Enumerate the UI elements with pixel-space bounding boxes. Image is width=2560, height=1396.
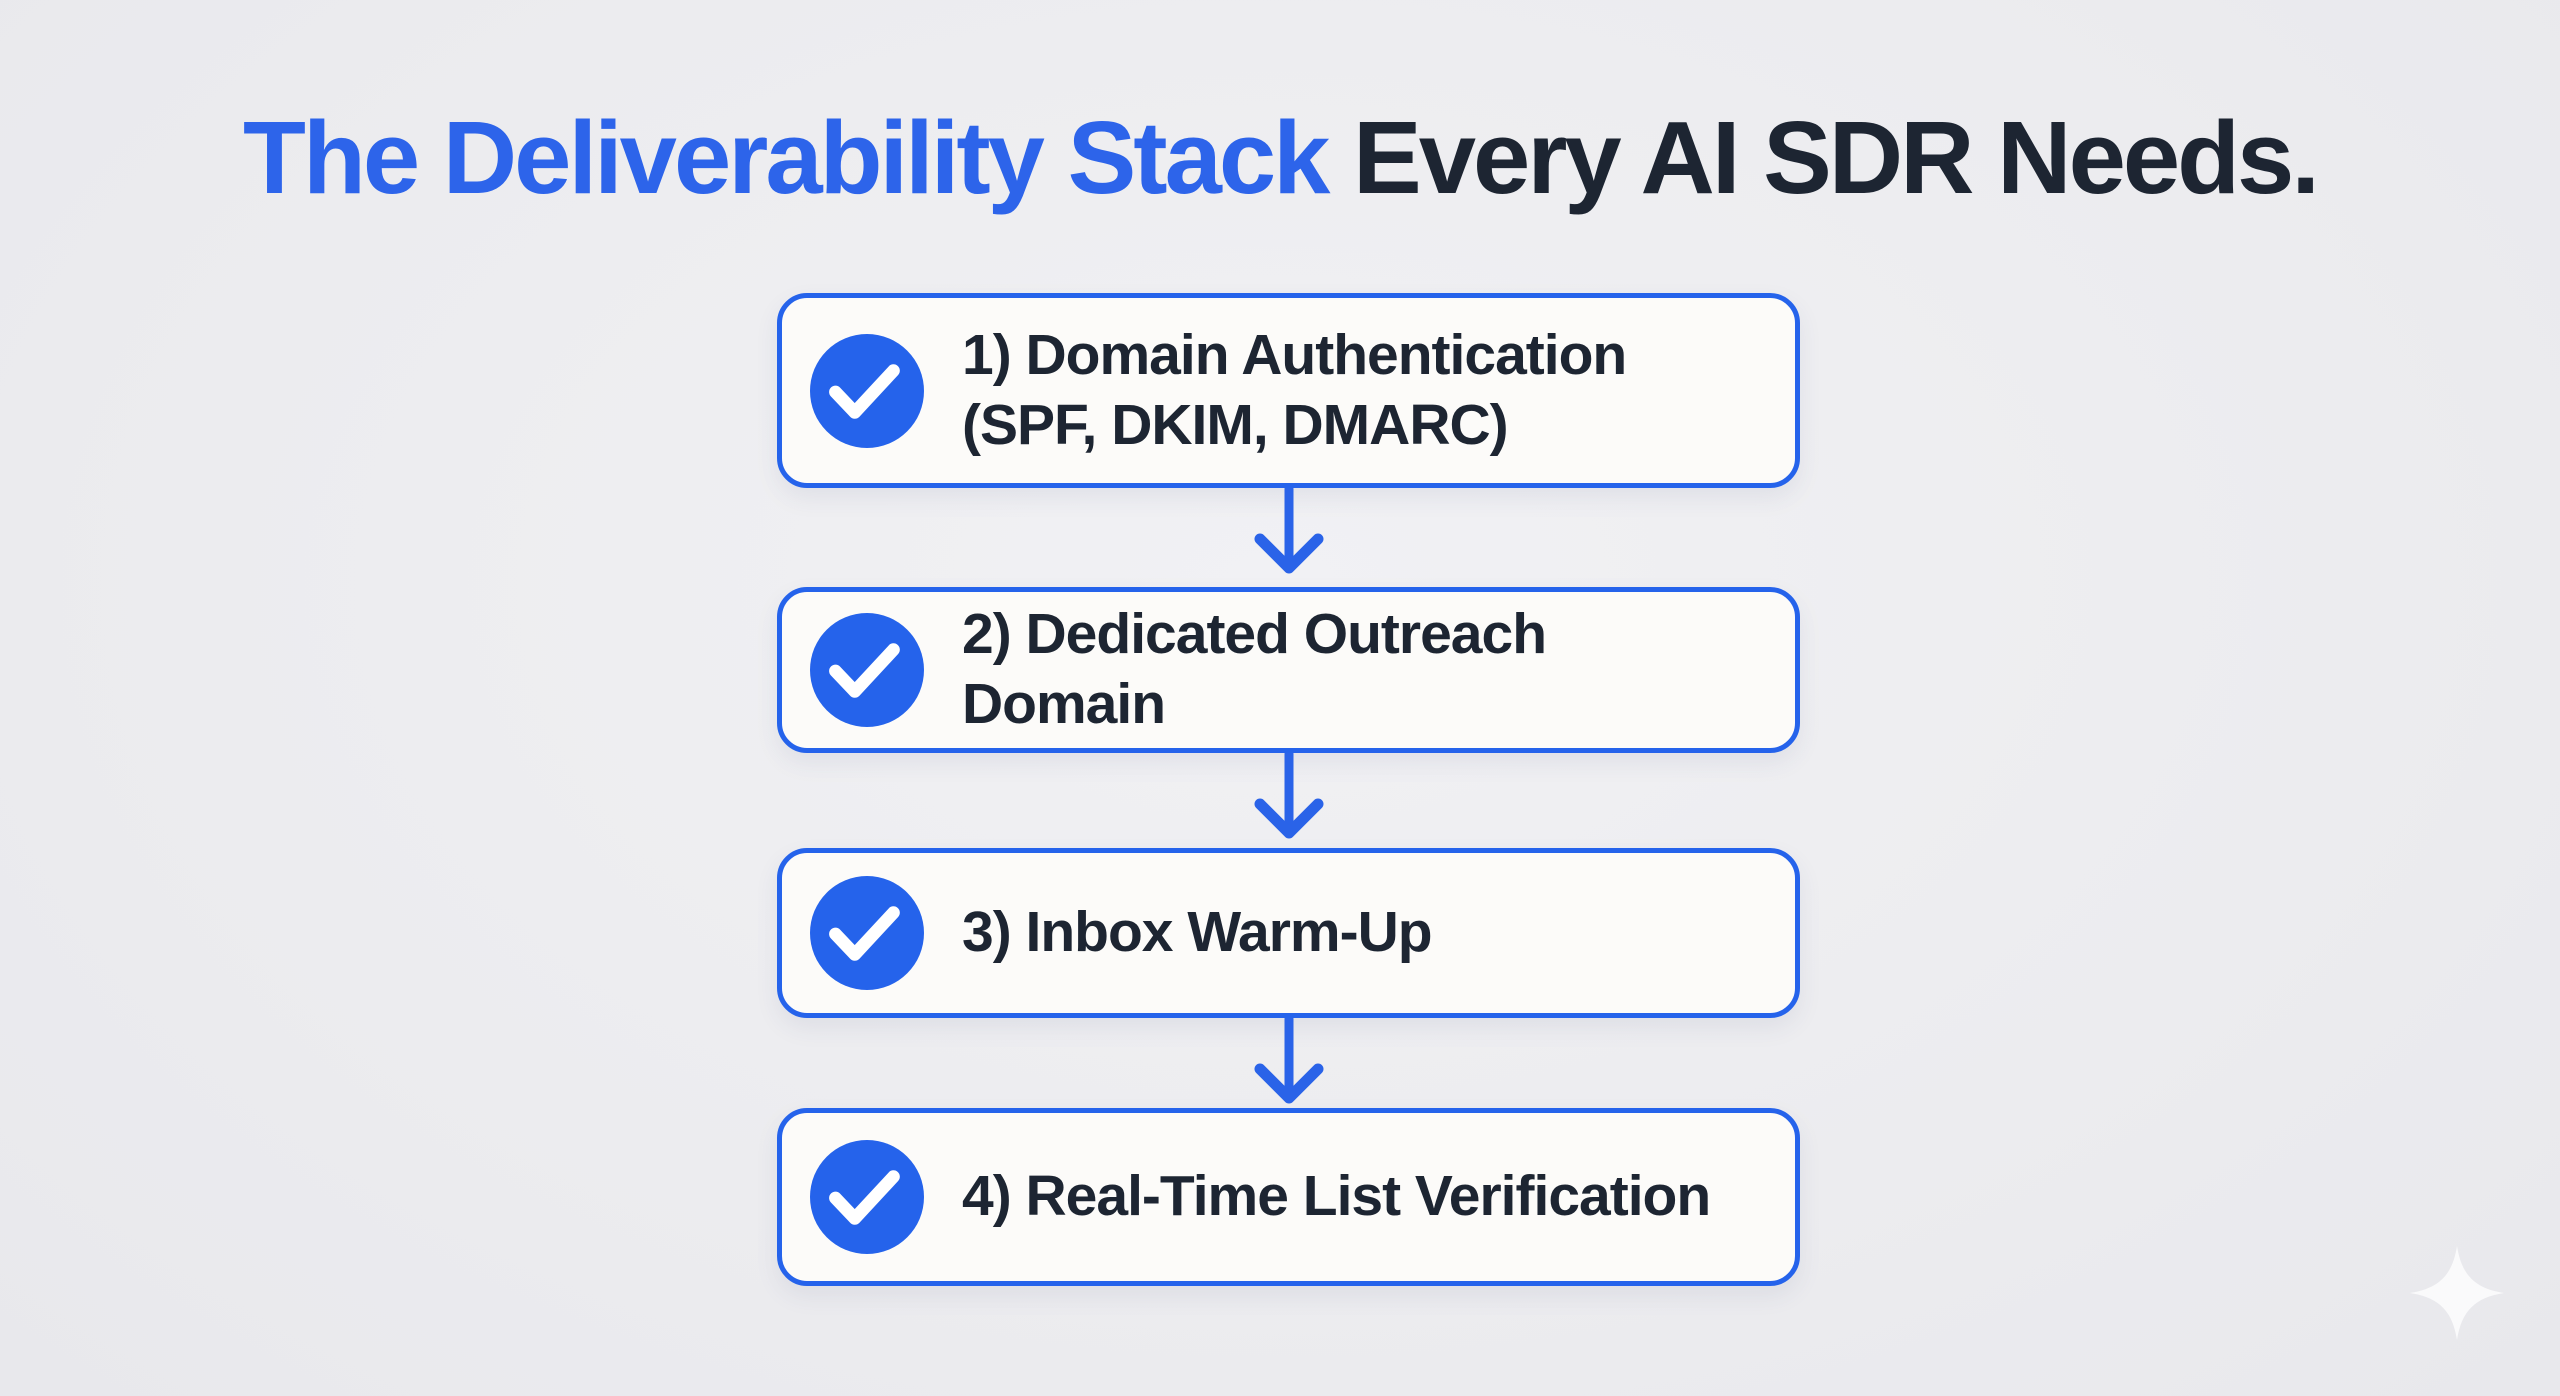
step-label-4: 4) Real-Time List Verification [962, 1162, 1711, 1232]
check-icon [810, 613, 924, 727]
step-box-2: 2) Dedicated Outreach Domain [777, 587, 1800, 753]
step-label-2: 2) Dedicated Outreach Domain [962, 600, 1759, 739]
arrow-down-icon [777, 1018, 1800, 1108]
step-line: 3) Inbox Warm-Up [962, 900, 1433, 965]
step-label-1: 1) Domain Authentication (SPF, DKIM, DMA… [962, 321, 1627, 460]
step-box-1: 1) Domain Authentication (SPF, DKIM, DMA… [777, 293, 1800, 488]
step-line: 1) Domain Authentication [962, 322, 1627, 387]
arrow-down-icon [777, 488, 1800, 587]
title-rest: Every AI SDR Needs. [1327, 100, 2320, 215]
sparkle-icon [2410, 1246, 2504, 1340]
step-box-4: 4) Real-Time List Verification [777, 1108, 1800, 1286]
arrow-down-icon [777, 753, 1800, 848]
check-icon [810, 1140, 924, 1254]
title-highlight: The Deliverability Stack [243, 100, 1330, 215]
step-box-3: 3) Inbox Warm-Up [777, 848, 1800, 1018]
check-icon [810, 333, 924, 448]
step-label-3: 3) Inbox Warm-Up [962, 898, 1433, 968]
check-icon [810, 876, 924, 990]
step-line: 2) Dedicated Outreach Domain [962, 602, 1547, 736]
page-title: The Deliverability Stack Every AI SDR Ne… [0, 103, 2560, 212]
step-line: 4) Real-Time List Verification [962, 1164, 1711, 1229]
deliverability-stack: 1) Domain Authentication (SPF, DKIM, DMA… [777, 293, 1800, 1286]
step-line: (SPF, DKIM, DMARC) [962, 392, 1509, 457]
